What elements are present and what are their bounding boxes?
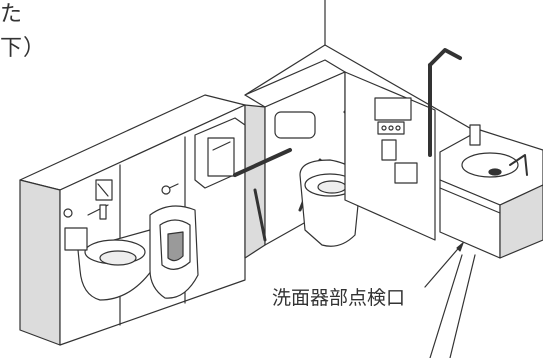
- vertical-grab-bar: [428, 48, 462, 157]
- urinal: [149, 183, 199, 299]
- left-wall-sink: [64, 204, 153, 301]
- callout-leaders: [424, 242, 476, 358]
- wash-basin-unit: [439, 124, 543, 259]
- caption-line-2: 下）: [0, 36, 47, 61]
- inspection-port-label: 洗面器部点検口: [272, 287, 406, 309]
- right-back-wall: [344, 71, 436, 241]
- caption-line-1: た: [0, 2, 24, 27]
- fold-down-seat: [194, 117, 246, 189]
